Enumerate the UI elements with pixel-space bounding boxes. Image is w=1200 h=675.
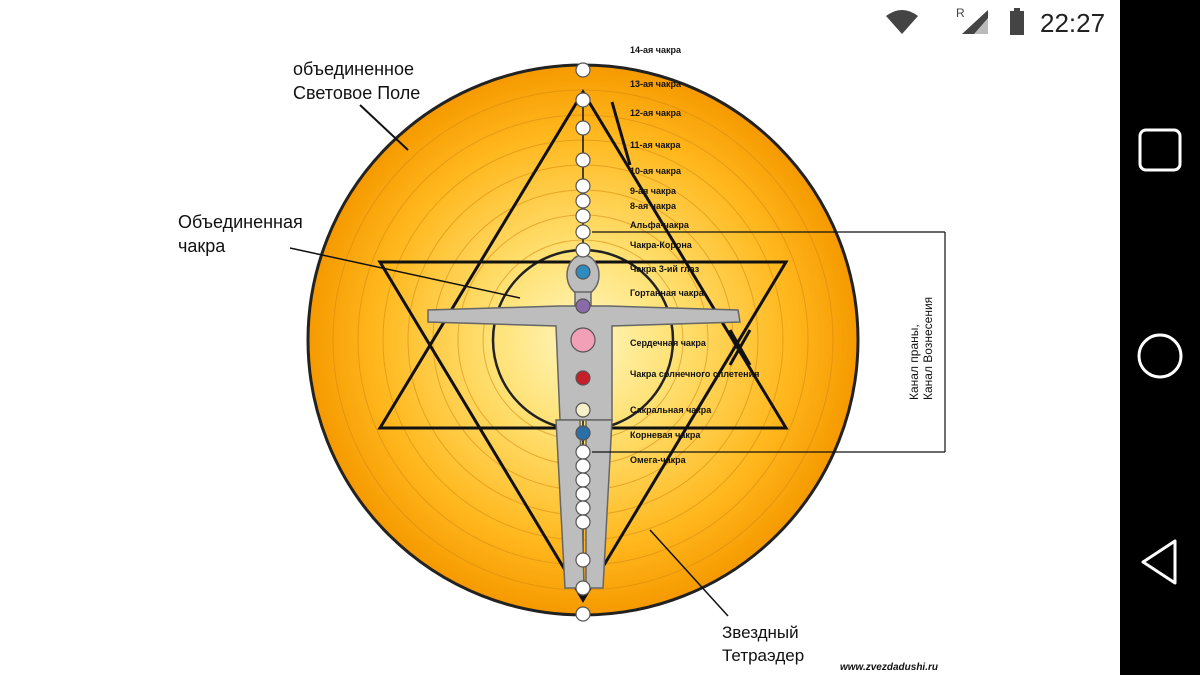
battery-icon xyxy=(1010,8,1024,35)
heart-chakra-marker xyxy=(570,327,596,353)
chakra-12-marker xyxy=(575,120,591,136)
label-chakra-10: 10-ая чакра xyxy=(630,166,682,176)
label-third-eye-chakra: Чакра 3-ий глаз xyxy=(630,264,700,274)
label-throat-chakra: Гортанная чакра xyxy=(630,288,705,298)
solar-chakra-marker xyxy=(575,370,591,386)
chakra-10-marker xyxy=(575,178,591,194)
label-chakra-11: 11-ая чакра xyxy=(630,140,682,150)
light-field-pointer xyxy=(359,104,409,151)
navigation-bar xyxy=(1120,0,1200,675)
omega-chakra-marker xyxy=(575,444,591,460)
chakra-labels: 14-ая чакра 13-ая чакра 12-ая чакра 11-а… xyxy=(630,45,759,465)
wifi-icon xyxy=(886,10,918,34)
recents-button[interactable] xyxy=(1120,110,1200,190)
channel-bracket xyxy=(592,231,946,453)
throat-chakra-marker xyxy=(575,298,591,314)
channel-label-line1: Канал праны, xyxy=(907,324,921,400)
light-field-label-line1: объединенное xyxy=(293,59,414,79)
chakra-14-marker xyxy=(575,62,591,78)
label-chakra-8: 8-ая чакра xyxy=(630,201,677,211)
star-tetrahedron-label-line2: Тетраэдер xyxy=(722,646,804,665)
label-chakra-12: 12-ая чакра xyxy=(630,108,682,118)
alpha-chakra-marker xyxy=(575,224,591,240)
cell-signal-icon xyxy=(962,10,988,34)
sacral-chakra-marker xyxy=(575,402,591,418)
back-button[interactable] xyxy=(1120,522,1200,602)
crown-chakra-marker xyxy=(575,242,591,258)
label-chakra-13: 13-ая чакра xyxy=(630,79,682,89)
label-chakra-14: 14-ая чакра xyxy=(630,45,682,55)
light-field-label-line2: Световое Поле xyxy=(293,83,420,103)
star-tetrahedron-pointer xyxy=(649,529,729,617)
status-bar: R 22:27 xyxy=(0,0,1120,44)
label-omega-chakra: Омега-чакра xyxy=(630,455,687,465)
root-chakra-marker xyxy=(575,425,591,441)
back-triangle-icon xyxy=(1141,539,1177,585)
channel-label-line2: Канал Вознесения xyxy=(921,297,935,400)
unified-chakra-label-line2: чакра xyxy=(178,236,226,256)
unified-chakra-pointer xyxy=(289,247,521,299)
chakra-diagram: 14-ая чакра 13-ая чакра 12-ая чакра 11-а… xyxy=(178,45,946,673)
chakra-9-marker xyxy=(575,193,591,209)
chakra-13-marker xyxy=(575,92,591,108)
chakra-column xyxy=(570,62,596,622)
third-eye-chakra-marker xyxy=(575,264,591,280)
label-chakra-9: 9-ая чакра xyxy=(630,186,677,196)
recents-square-icon xyxy=(1138,128,1182,172)
status-clock: 22:27 xyxy=(1040,8,1106,38)
label-solar-chakra: Чакра солнечного сплетения xyxy=(630,369,759,379)
label-alpha-chakra: Альфа-чакра xyxy=(630,220,690,230)
home-button[interactable] xyxy=(1120,316,1200,396)
watermark: www.zvezdadushi.ru xyxy=(840,662,938,673)
unified-chakra-label-line1: Объединенная xyxy=(178,212,303,232)
chakra-11-marker xyxy=(575,152,591,168)
label-sacral-chakra: Сакральная чакра xyxy=(630,405,712,415)
roaming-indicator: R xyxy=(956,6,965,20)
star-tetrahedron-label-line1: Звездный xyxy=(722,623,799,642)
chakra-8-marker xyxy=(575,208,591,224)
home-circle-icon xyxy=(1137,333,1183,379)
label-crown-chakra: Чакра-Корона xyxy=(630,240,693,250)
channel-label: Канал праны, Канал Вознесения xyxy=(907,297,935,400)
label-root-chakra: Корневая чакра xyxy=(630,430,701,440)
label-heart-chakra: Сердечная чакра xyxy=(630,338,707,348)
